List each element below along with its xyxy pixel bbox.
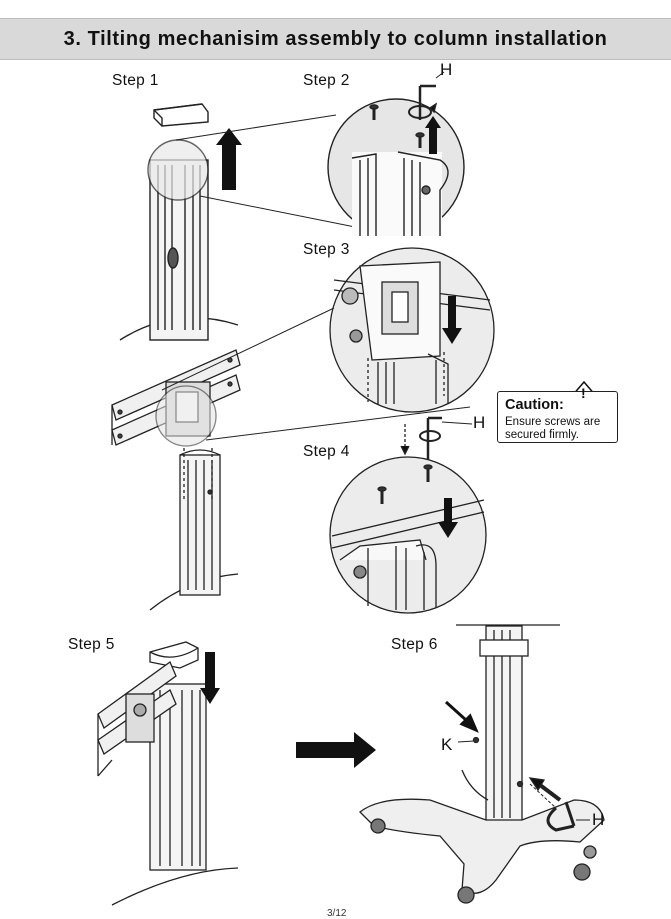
step6-illustration [359, 624, 605, 904]
part-h-label-step2: H [440, 60, 453, 79]
caution-title: Caution: [505, 397, 564, 413]
part-h-label-step4: H [473, 413, 486, 432]
step-3-label: Step 3 [303, 241, 350, 258]
section-header: 3. Tilting mechanisim assembly to column… [0, 18, 671, 60]
page-number: 3/12 [327, 908, 347, 919]
warning-exclamation: ! [581, 385, 586, 401]
step5-illustration [97, 641, 239, 906]
step-5-label: Step 5 [68, 636, 115, 653]
transition-arrow-icon [296, 732, 376, 768]
step-4-label: Step 4 [303, 443, 350, 460]
step-2-label: Step 2 [303, 72, 350, 89]
step-1-label: Step 1 [112, 72, 159, 89]
step3-illustration [329, 247, 495, 413]
step1-illustration [119, 103, 371, 341]
step-6-label: Step 6 [391, 636, 438, 653]
caution-box: Caution: Ensure screws are secured firml… [497, 391, 618, 443]
section-title: 3. Tilting mechanisim assembly to column… [63, 27, 608, 50]
caution-line-2: secured firmly. [505, 429, 579, 441]
mount-column-illustration [111, 307, 471, 611]
caution-line-1: Ensure screws are [505, 416, 601, 428]
step4-illustration [329, 416, 487, 614]
step2-illustration [327, 71, 465, 236]
part-k-label-step6: K [441, 735, 453, 754]
part-h-label-step6: H [592, 810, 605, 829]
